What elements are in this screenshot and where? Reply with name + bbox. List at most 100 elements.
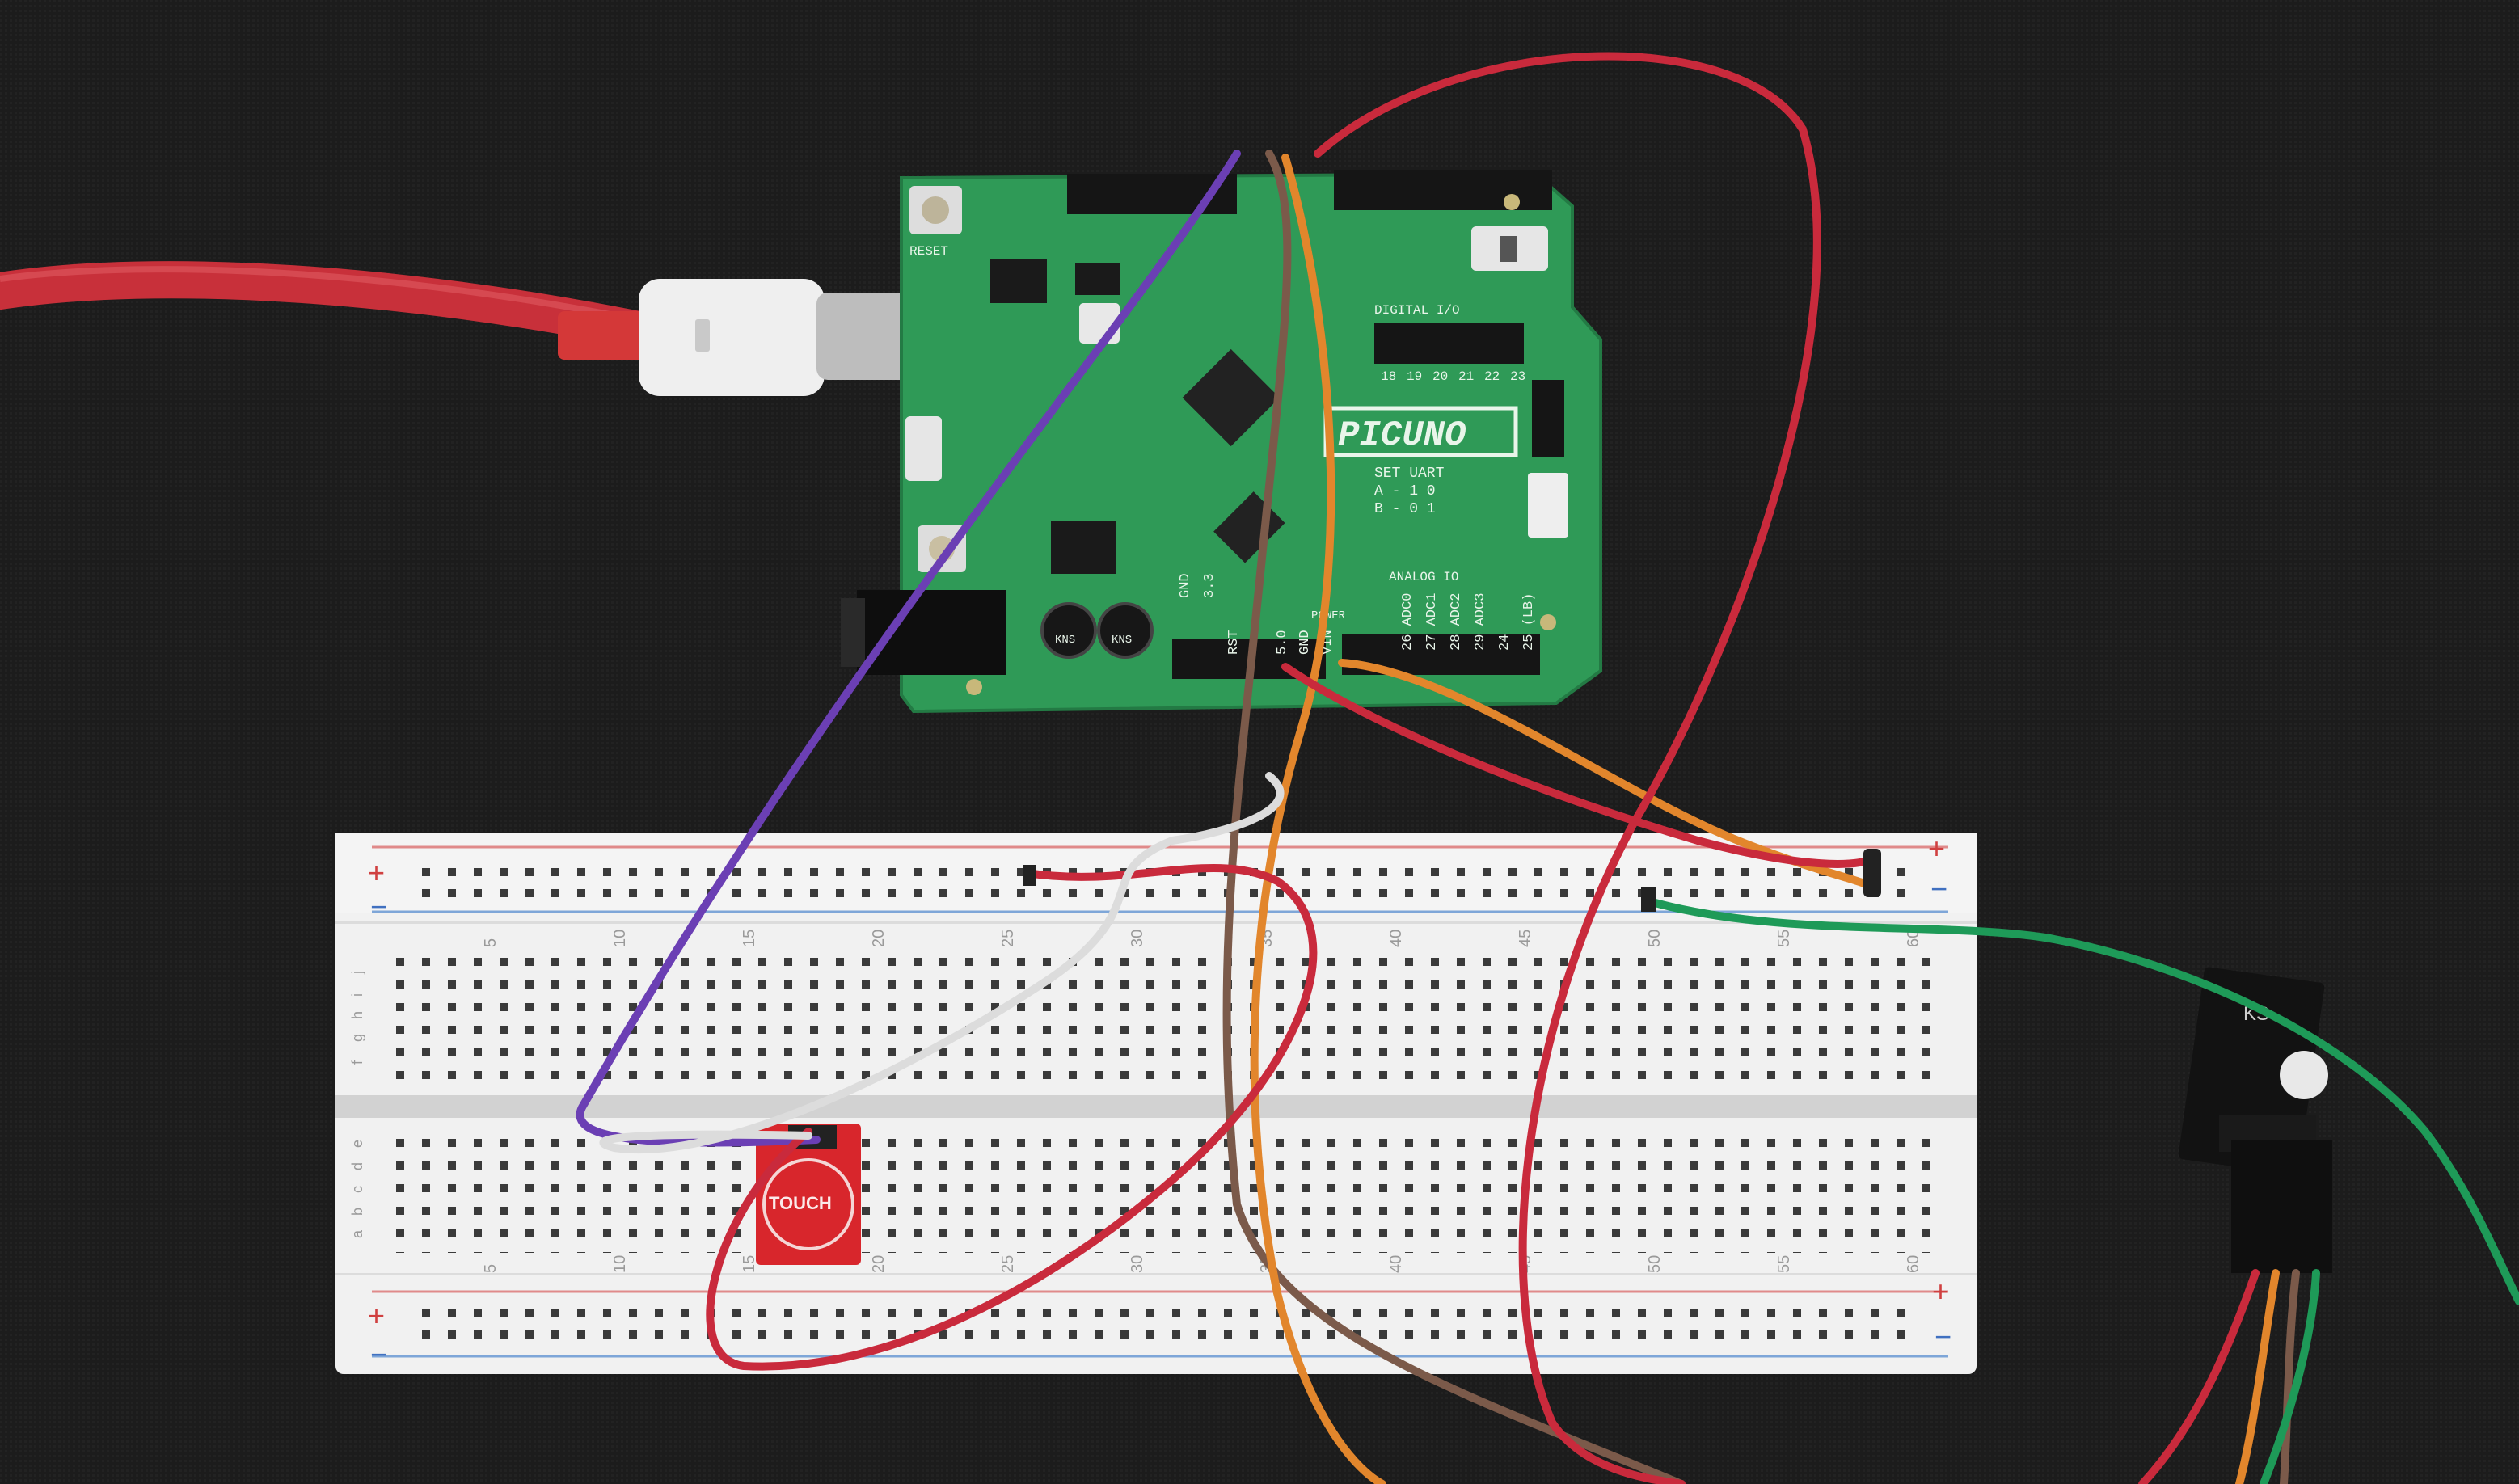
- left-pin-label: RST: [1226, 630, 1242, 655]
- center-channel: [335, 1095, 1977, 1118]
- wire-red-loop: [706, 863, 1318, 1371]
- column-number: 20: [870, 1255, 888, 1273]
- wire-red-power: [1281, 663, 1880, 868]
- analog-pin-label: 27 ADC1: [1424, 593, 1440, 651]
- digital-pin-label: 23: [1510, 369, 1525, 384]
- touch-label: TOUCH: [769, 1193, 832, 1213]
- set-uart-b: B - 0 1: [1374, 501, 1436, 517]
- plus-sign: +: [1928, 832, 1945, 865]
- row-letter: h: [349, 1011, 365, 1019]
- row-letter: f: [349, 1060, 365, 1065]
- wire-brown: [1222, 150, 1686, 1484]
- minus-sign: −: [370, 890, 387, 923]
- set-uart-label: SET UART: [1374, 466, 1445, 482]
- picuno-board: KNS KNS PICUNO RESET DIGITAL I/O 18 19 2…: [841, 170, 1602, 714]
- digital-pin-label: 22: [1484, 369, 1500, 384]
- digital-pin-label: 20: [1432, 369, 1448, 384]
- terminal-strip-top: [380, 958, 1940, 1079]
- digital-io-label: DIGITAL I/O: [1374, 303, 1460, 318]
- wire-orange-power: [1338, 659, 1880, 893]
- jumper-housing: [2231, 1140, 2332, 1273]
- wire-brown-sensor: [2280, 1269, 2300, 1484]
- column-number: 10: [611, 1255, 629, 1273]
- column-number: 60: [1905, 930, 1922, 947]
- column-number: 55: [1775, 930, 1793, 947]
- left-pin-label: GND: [1178, 573, 1193, 598]
- set-uart-a: A - 1 0: [1374, 483, 1436, 500]
- column-number: 25: [999, 1255, 1017, 1273]
- power-pin-label: 5.0: [1275, 630, 1290, 655]
- column-number: 30: [1129, 1255, 1146, 1273]
- wire-orange-sensor: [2235, 1269, 2280, 1484]
- capacitor-label: KNS: [1055, 634, 1075, 647]
- column-number: 5: [482, 1264, 500, 1273]
- usb-cable: [0, 261, 922, 396]
- row-letter: d: [349, 1162, 365, 1170]
- analog-pin-label: 24: [1497, 634, 1513, 651]
- header-digital-io: [1374, 323, 1524, 364]
- wire-orange: [1250, 154, 1386, 1484]
- left-pin-label: 3.3: [1202, 573, 1217, 598]
- voltage-regulator: [1051, 521, 1116, 574]
- column-number: 30: [1129, 930, 1146, 947]
- capacitor-label: KNS: [1112, 634, 1132, 647]
- wire-green-sensor: [2260, 1269, 2320, 1484]
- column-number: 40: [1387, 1255, 1405, 1273]
- touch-pad[interactable]: [762, 1158, 854, 1250]
- digital-pin-label: 21: [1458, 369, 1474, 384]
- minus-sign: −: [1935, 1320, 1951, 1353]
- board-brand: PICUNO: [1338, 415, 1466, 456]
- column-number: 15: [741, 930, 758, 947]
- wire-white: [599, 772, 1285, 1154]
- digital-pin-label: 19: [1407, 369, 1422, 384]
- column-number: 50: [1646, 1255, 1664, 1273]
- reset-label: RESET: [909, 244, 948, 259]
- row-letter: c: [349, 1186, 365, 1193]
- column-number: 50: [1646, 930, 1664, 947]
- analog-io-label: ANALOG IO: [1389, 570, 1458, 584]
- column-number: 25: [999, 930, 1017, 947]
- wire-red-sensor: [2138, 1269, 2260, 1484]
- column-number: 55: [1775, 1255, 1793, 1273]
- column-number: 5: [482, 938, 500, 947]
- column-number: 45: [1517, 930, 1534, 947]
- minus-sign: −: [370, 1338, 387, 1371]
- side-switch: [905, 416, 942, 481]
- led-emitter: [2280, 1051, 2328, 1099]
- plus-sign: +: [368, 856, 385, 889]
- wire-red-long: [1314, 52, 1821, 1484]
- row-letter: j: [349, 971, 365, 975]
- column-number: 15: [741, 1255, 758, 1273]
- capacitor: [1097, 602, 1154, 659]
- header-small: [1532, 380, 1564, 457]
- power-pin-label: GND: [1297, 630, 1313, 655]
- sensor-module: KS: [2178, 967, 2332, 1273]
- usb-c-connector: [816, 293, 922, 380]
- row-letter: e: [349, 1140, 365, 1148]
- dc-power-jack: [857, 590, 1006, 675]
- analog-pin-label: 28 ADC2: [1449, 593, 1464, 651]
- top-power-rail: [404, 857, 1916, 902]
- column-number: 20: [870, 930, 888, 947]
- minus-sign: −: [1930, 872, 1947, 905]
- column-number: 40: [1387, 930, 1405, 947]
- analog-pin-label: 25 (LB): [1521, 593, 1537, 651]
- jumper-wires: [576, 52, 2519, 1484]
- plus-sign: +: [1932, 1275, 1949, 1308]
- usb-plug: [639, 279, 825, 396]
- analog-pin-label: 29 ADC3: [1473, 593, 1488, 651]
- wire-green: [1645, 897, 2519, 1305]
- analog-pin-label: 26 ADC0: [1400, 593, 1416, 651]
- uart-connector: [1528, 473, 1568, 538]
- row-letter: g: [349, 1034, 365, 1042]
- digital-pin-label: 18: [1381, 369, 1396, 384]
- plus-sign: +: [368, 1299, 385, 1332]
- row-letter: b: [349, 1208, 365, 1216]
- row-letter: i: [349, 993, 365, 997]
- column-number: 60: [1905, 1255, 1922, 1273]
- capacitor: [1040, 602, 1097, 659]
- bottom-power-rail: [404, 1301, 1916, 1347]
- row-letter: a: [349, 1229, 365, 1238]
- column-number: 10: [611, 930, 629, 947]
